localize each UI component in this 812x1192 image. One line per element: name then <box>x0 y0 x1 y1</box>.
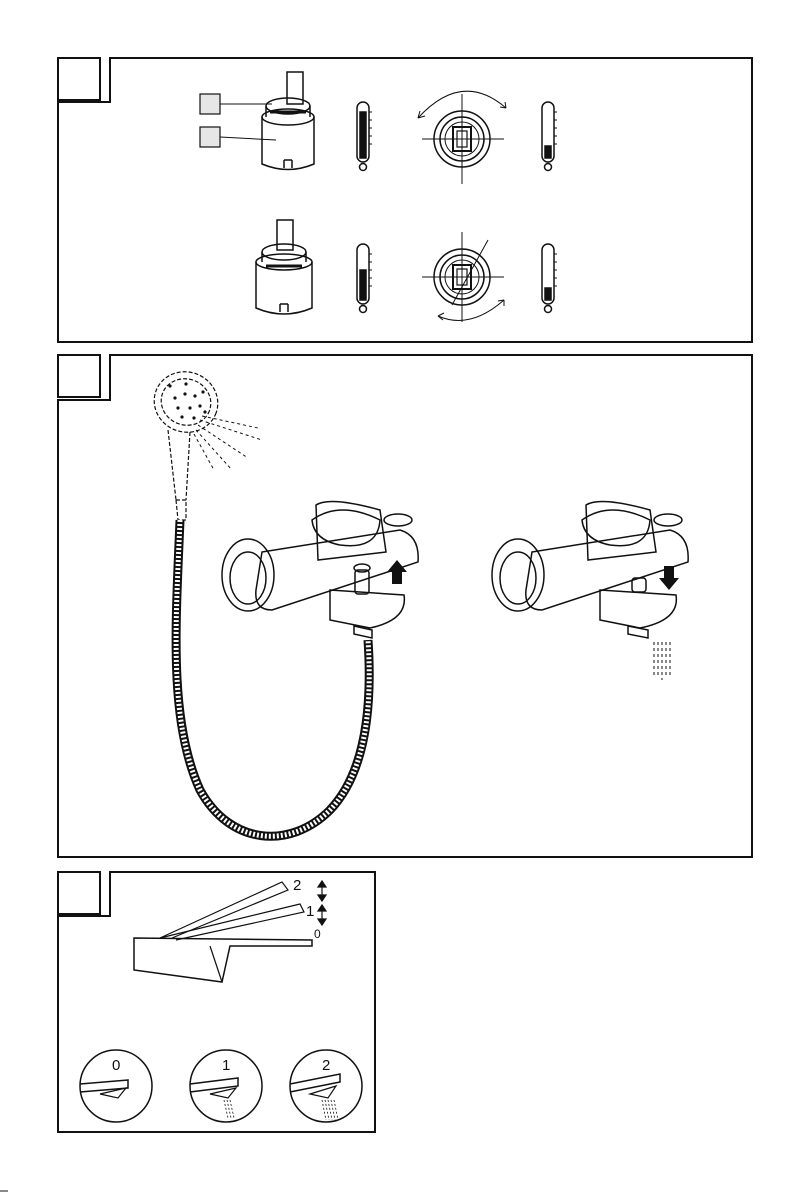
position-circle-label: 2 <box>322 1057 330 1074</box>
thermometer-hot-icon <box>357 102 372 171</box>
panel-frame <box>58 355 752 857</box>
callout-box-a <box>200 94 220 114</box>
panel-cartridge-temperature <box>58 58 752 342</box>
up-down-arrow-icon <box>318 881 326 925</box>
water-flow-icon <box>322 1100 338 1120</box>
hand-shower-illustration <box>146 363 227 520</box>
callout-box-b <box>200 127 220 147</box>
shower-hose-inner <box>176 520 369 836</box>
limiter-dial <box>418 91 506 184</box>
water-flow-icon <box>224 1100 234 1118</box>
panel-frame <box>58 58 752 342</box>
thermometer-cold-icon <box>542 102 557 171</box>
leader-line <box>220 137 276 140</box>
step-number-box <box>58 58 100 100</box>
lever-position-label: 1 <box>306 903 314 920</box>
panel-diverter-shower <box>58 355 752 857</box>
panel-lever-positions: 2 1 0 0 1 2 <box>58 872 375 1132</box>
thermometer-cold-icon <box>542 244 557 313</box>
bath-mixer-illustration <box>492 501 688 638</box>
lever-position-label: 0 <box>314 927 321 941</box>
position-circle-label: 1 <box>222 1057 230 1074</box>
lever-position-label: 2 <box>293 877 301 894</box>
arrow-up-icon <box>387 560 407 584</box>
limiter-dial <box>422 232 504 322</box>
shower-spray-icon <box>194 416 262 470</box>
bath-mixer-illustration <box>222 501 418 638</box>
thermometer-hot-icon <box>357 244 372 313</box>
position-circle-label: 0 <box>112 1057 120 1074</box>
shower-hose <box>176 520 369 836</box>
water-flow-icon <box>654 642 670 680</box>
arrow-down-icon <box>659 566 679 590</box>
step-number-box <box>58 872 100 914</box>
shower-nozzle-dots <box>168 382 206 419</box>
cartridge-illustration <box>256 220 312 314</box>
step-number-box <box>58 355 100 397</box>
lever-illustration <box>134 882 312 982</box>
cartridge-illustration <box>262 72 314 170</box>
